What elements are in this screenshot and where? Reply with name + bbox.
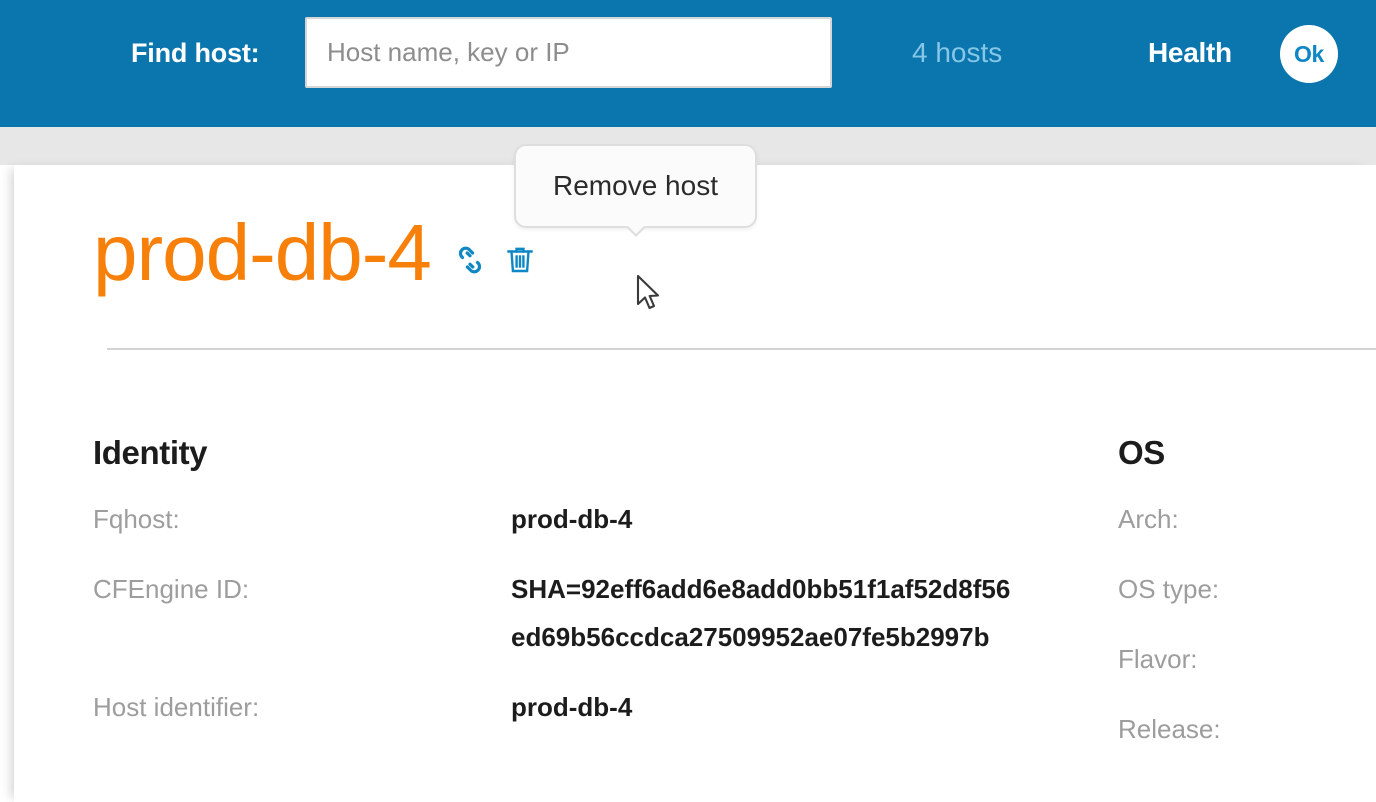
field-row-flavor: Flavor: <box>1118 635 1376 683</box>
field-label: Flavor: <box>1118 644 1198 674</box>
title-divider <box>107 348 1376 350</box>
field-label: OS type: <box>1118 574 1220 604</box>
page-title: prod-db-4 <box>93 208 432 297</box>
remove-host-tooltip: Remove host <box>514 144 757 237</box>
field-label: Fqhost: <box>93 504 180 534</box>
tooltip-arrow <box>624 225 647 237</box>
field-label: CFEngine ID: <box>93 574 250 604</box>
top-navigation-bar: Find host: 4 hosts Health Ok <box>0 0 1376 127</box>
os-heading: OS <box>1118 434 1165 471</box>
find-host-label: Find host: <box>131 38 260 68</box>
os-section: OS Arch: OS type: Flavor: Release: <box>1118 433 1376 775</box>
field-value: prod-db-4 <box>511 692 633 722</box>
health-status-badge[interactable]: Ok <box>1280 25 1338 83</box>
field-value: SHA=92eff6add6e8add0bb51f1af52d8f56ed69b… <box>511 574 1011 652</box>
search-input[interactable] <box>305 17 832 88</box>
remove-host-icon[interactable] <box>503 243 537 277</box>
field-row-host-identifier: Host identifier: prod-db-4 <box>93 683 1103 731</box>
field-row-fqhost: Fqhost: prod-db-4 <box>93 495 1103 543</box>
field-row-cfengine-id: CFEngine ID: SHA=92eff6add6e8add0bb51f1a… <box>93 565 1103 661</box>
identity-heading: Identity <box>93 434 208 471</box>
host-count-link[interactable]: 4 hosts <box>912 37 1003 68</box>
field-label: Host identifier: <box>93 692 260 722</box>
field-label: Release: <box>1118 714 1221 744</box>
field-row-arch: Arch: <box>1118 495 1376 543</box>
host-detail-panel: prod-db-4 <box>14 165 1376 802</box>
tooltip-label: Remove host <box>553 170 718 201</box>
field-row-os-type: OS type: <box>1118 565 1376 613</box>
health-label[interactable]: Health <box>1148 37 1232 68</box>
host-title-row: prod-db-4 <box>93 205 537 301</box>
host-actions <box>453 243 537 277</box>
copy-link-icon[interactable] <box>453 243 487 277</box>
identity-section: Identity Fqhost: prod-db-4 CFEngine ID: … <box>93 433 1103 753</box>
field-row-release: Release: <box>1118 705 1376 753</box>
field-label: Arch: <box>1118 504 1179 534</box>
field-value: prod-db-4 <box>511 504 633 534</box>
